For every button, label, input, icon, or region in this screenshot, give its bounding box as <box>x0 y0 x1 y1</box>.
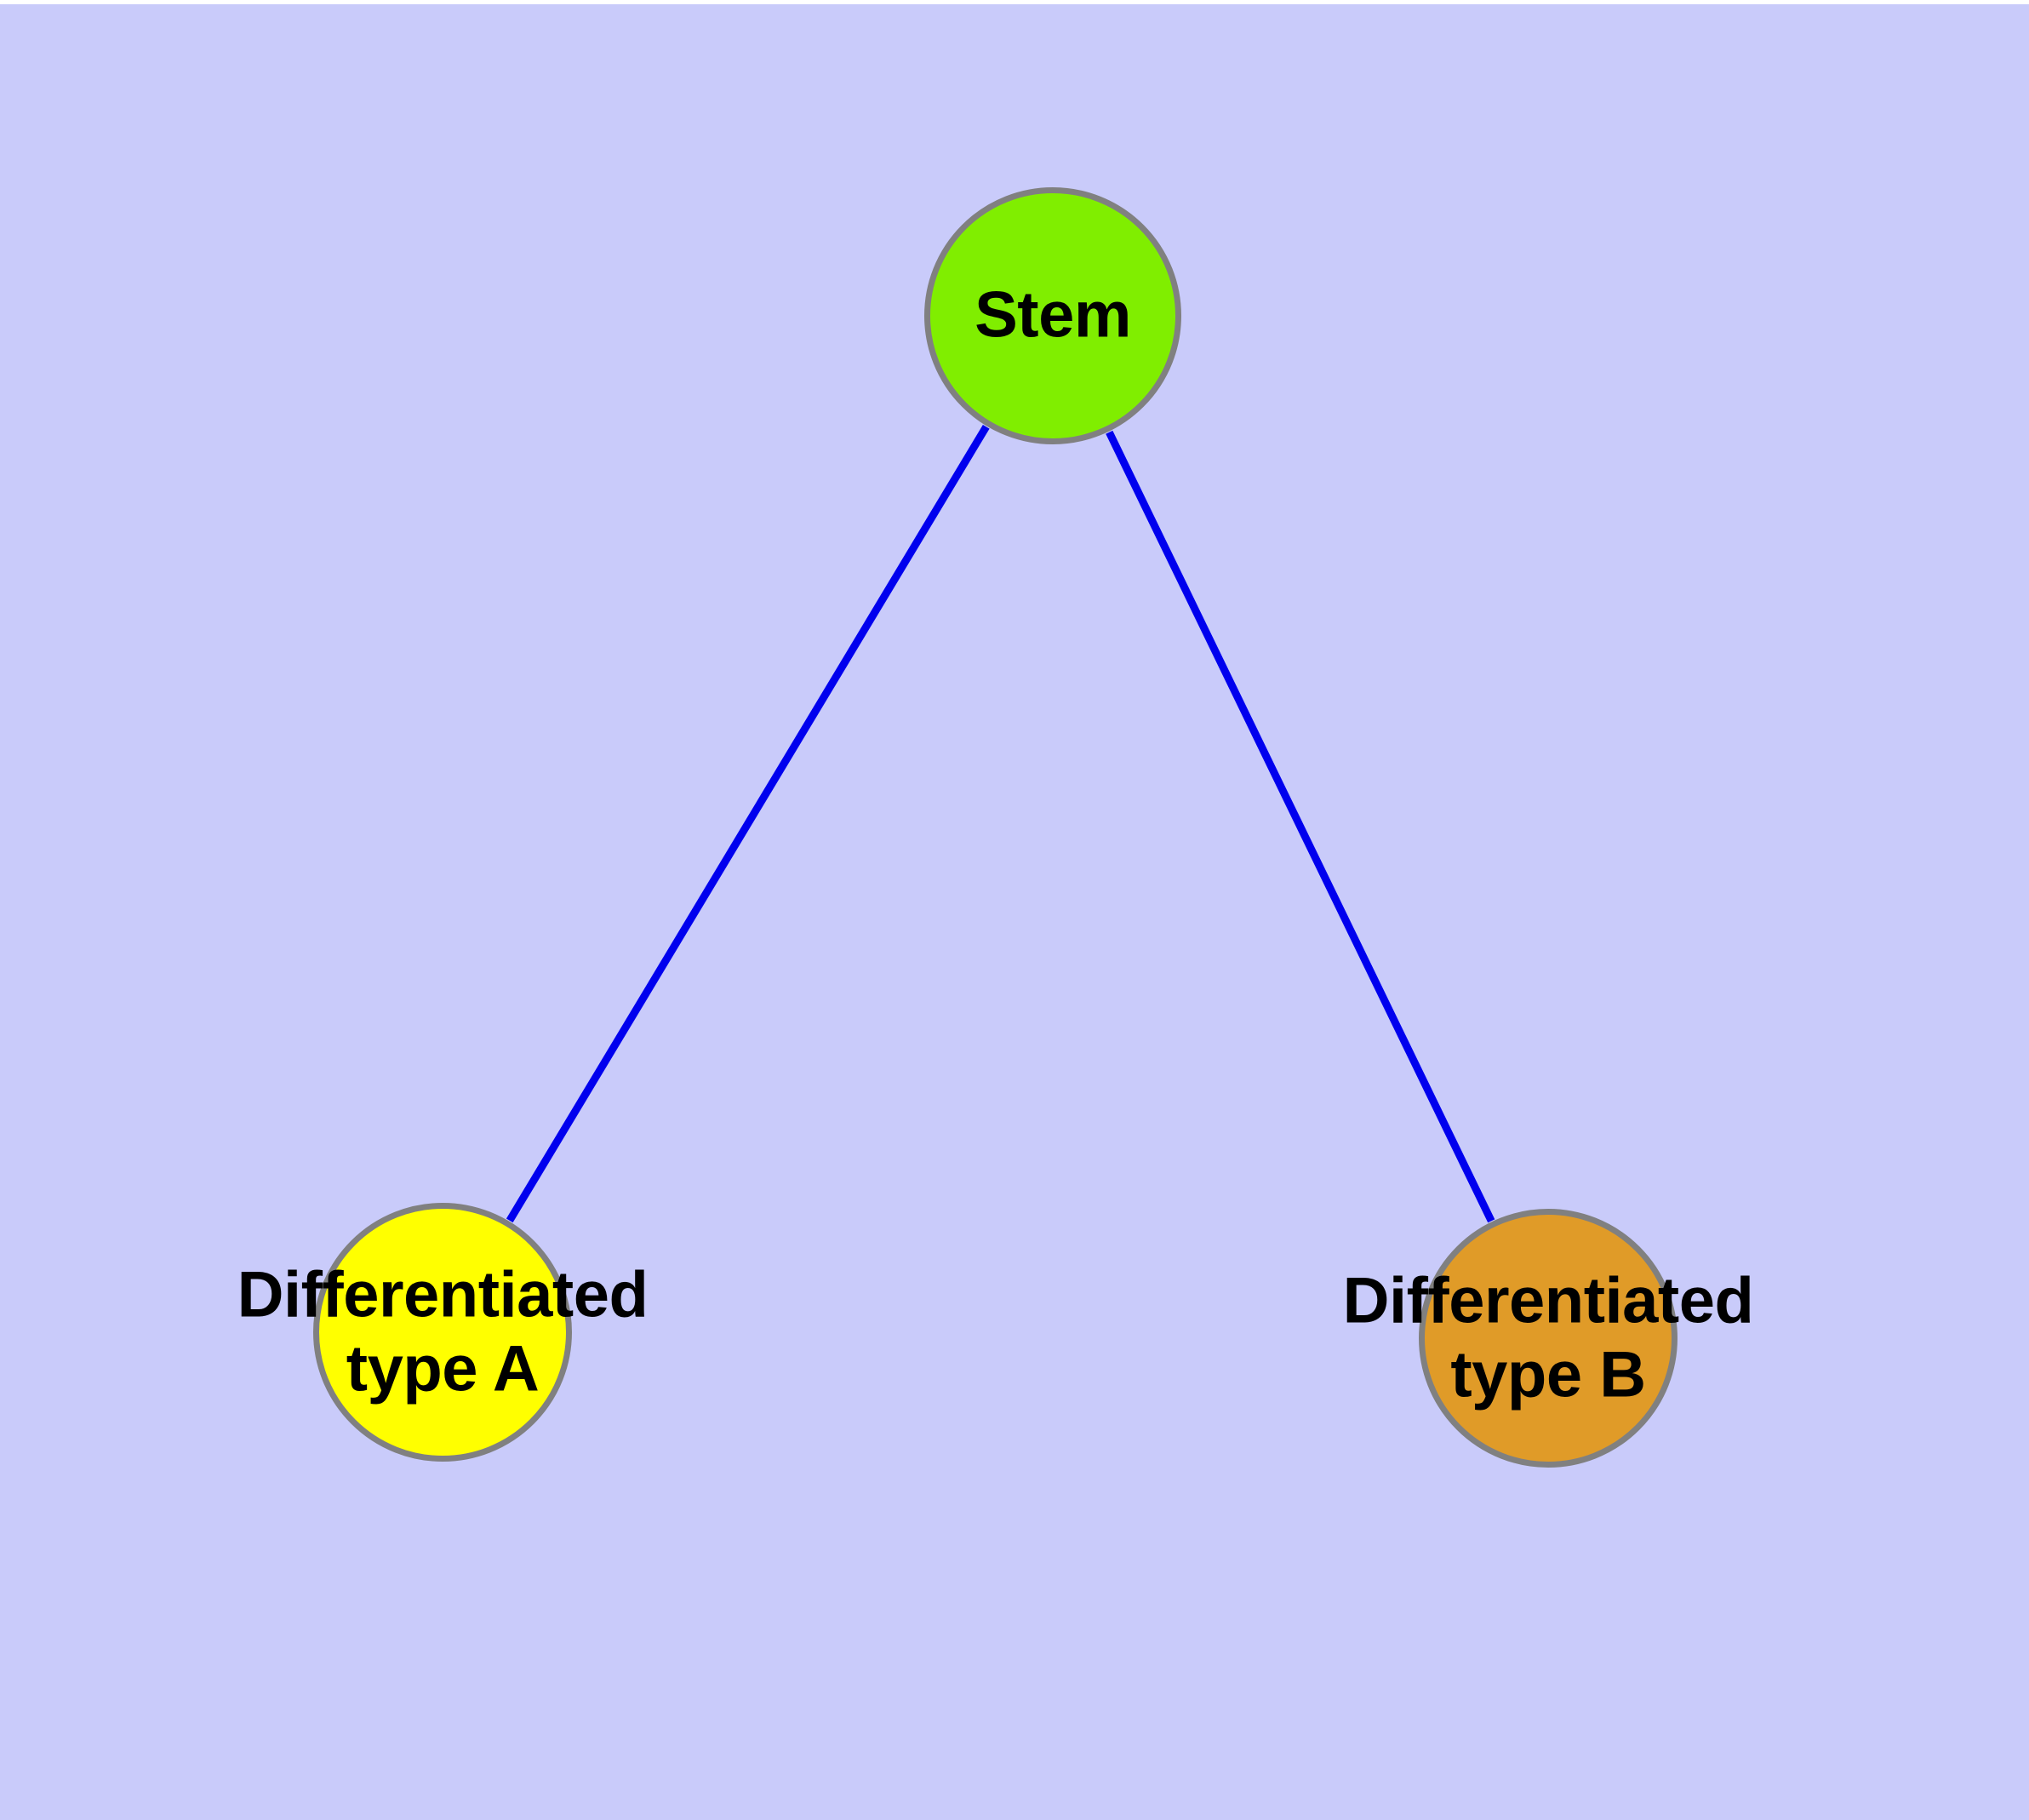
node-circle-diff_b[interactable] <box>1419 1209 1677 1468</box>
edges-layer <box>506 424 1495 1223</box>
edge-stem-to-b <box>1106 430 1495 1223</box>
node-circle-diff_a[interactable] <box>313 1203 572 1462</box>
nodes-layer <box>313 187 1677 1468</box>
edge-stem-to-a <box>506 424 990 1223</box>
node-circle-stem[interactable] <box>924 187 1181 444</box>
graph-svg <box>313 187 1677 1468</box>
